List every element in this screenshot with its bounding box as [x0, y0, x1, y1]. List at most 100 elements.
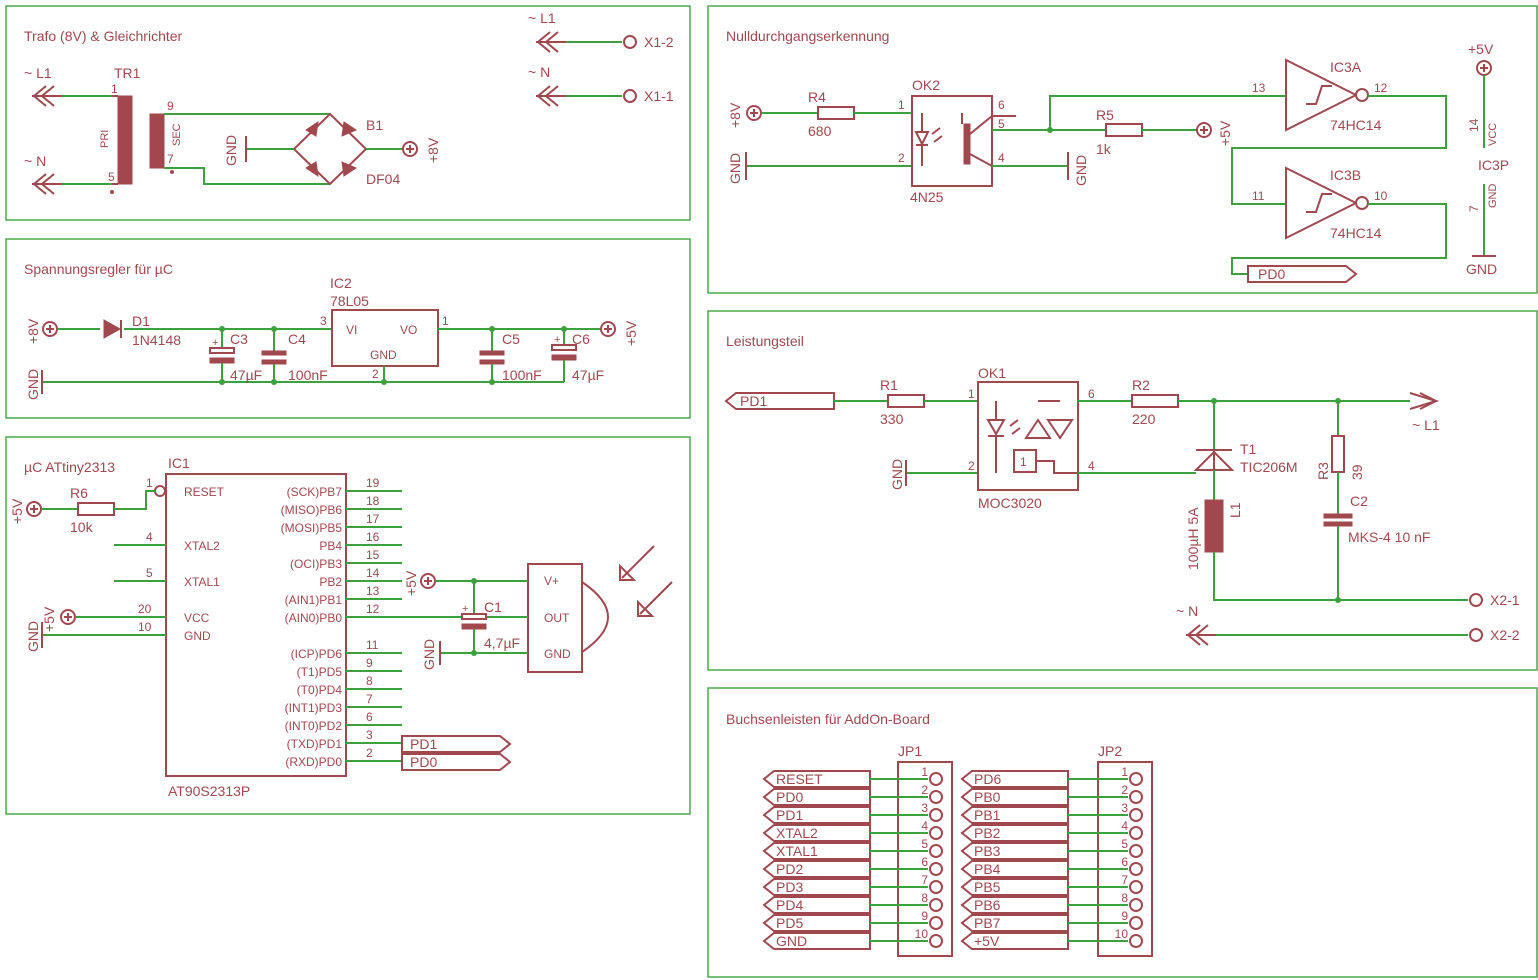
- label-l1-trafo: ~ L1: [24, 65, 52, 81]
- p8v-null: +8V: [727, 102, 743, 128]
- connector-pin: [929, 898, 943, 912]
- c2-value: MKS-4 10 nF: [1348, 529, 1430, 545]
- svg-text:10: 10: [1374, 189, 1388, 203]
- ok1-label: OK1: [978, 365, 1006, 381]
- gnd-leist: GND: [889, 459, 905, 490]
- svg-text:9: 9: [167, 99, 174, 113]
- connector-pin-number: 5: [921, 837, 928, 851]
- svg-text:5: 5: [108, 170, 115, 184]
- connector-pin: [929, 826, 943, 840]
- p5v-ic3p: +5V: [1468, 41, 1494, 57]
- r2-value: 220: [1132, 411, 1156, 427]
- connector-signal: PB3: [974, 843, 1001, 859]
- p5v-r5: +5V: [1217, 120, 1233, 146]
- connector-pin-number: 2: [921, 783, 928, 797]
- connector-pin: [929, 880, 943, 894]
- x1-1-label: X1-1: [644, 88, 674, 104]
- svg-text:11: 11: [1252, 189, 1265, 203]
- svg-text:6: 6: [1088, 387, 1095, 401]
- connector-label: [762, 842, 871, 860]
- connector-pin-number: 1: [1121, 765, 1128, 779]
- ic1-pin-number: 6: [366, 710, 373, 724]
- ic1-pin-name: (ICP)PD6: [291, 647, 343, 661]
- connector-pin: [1129, 862, 1143, 876]
- ok2-label: OK2: [912, 77, 940, 93]
- leistung-section: PD1 R1 330 GND OK1 MOC3020 1 2 6 4 1 R2 …: [724, 365, 1520, 646]
- l1c-label: L1: [1227, 502, 1243, 518]
- d1-label: D1: [132, 313, 150, 329]
- ic1-pin-number: 14: [366, 566, 380, 580]
- connector-signal: PB7: [974, 915, 1001, 931]
- connector-signal: PB2: [974, 825, 1001, 841]
- connector-signal: PB5: [974, 879, 1001, 895]
- ic1-pin-name: GND: [184, 629, 211, 643]
- svg-text:12: 12: [1374, 81, 1388, 95]
- ic3p-vcc: VCC: [1487, 123, 1499, 146]
- p5v-uc: +5V: [9, 498, 25, 524]
- uc-pd1-label: PD1: [410, 736, 437, 752]
- svg-text:2: 2: [898, 151, 905, 165]
- ic1-pin-name: XTAL1: [184, 575, 220, 589]
- r5-label: R5: [1096, 107, 1114, 123]
- connector-label: [960, 878, 1069, 896]
- connector-pin: [1129, 808, 1143, 822]
- df04-label: DF04: [366, 171, 400, 187]
- ic1-pin-name: (INT1)PD3: [285, 701, 343, 715]
- connector-label: [762, 770, 871, 788]
- ic1-pin-number: 17: [366, 512, 380, 526]
- c2-label: C2: [1350, 493, 1368, 509]
- p5v-ir: +5V: [403, 570, 419, 596]
- c3-value: 47µF: [230, 367, 262, 383]
- svg-text:6: 6: [998, 98, 1005, 112]
- svg-text:7: 7: [1467, 205, 1481, 212]
- connector-label: [762, 914, 871, 932]
- connector-pin: [929, 808, 943, 822]
- c6-value: 47µF: [572, 367, 604, 383]
- ok1-value: MOC3020: [978, 495, 1042, 511]
- svg-text:1: 1: [968, 387, 975, 401]
- trafo-section: ~ L1 ~ N TR1 1 5 PRI SEC 9 7 B1 DF04 GND…: [24, 10, 674, 195]
- connector-label: [960, 842, 1069, 860]
- x2-1-label: X2-1: [1490, 592, 1520, 608]
- connector-signal: PD5: [776, 915, 803, 931]
- connector-pin: [1129, 772, 1143, 786]
- p5v-vcc: +5V: [41, 606, 57, 632]
- svg-text:5: 5: [998, 117, 1005, 131]
- ic2-value: 78L05: [330, 293, 369, 309]
- gnd-reg: GND: [25, 369, 41, 400]
- connector-label: [960, 896, 1069, 914]
- connector-pin-number: 1: [921, 765, 928, 779]
- ic1-pin-name: PB4: [319, 539, 342, 553]
- ic1-right-pins: (SCK)PB719(MISO)PB618(MOSI)PB517PB416(OC…: [281, 476, 402, 769]
- connector-pin-number: 4: [921, 819, 928, 833]
- svg-text:4: 4: [998, 151, 1005, 165]
- c3-label: C3: [230, 331, 248, 347]
- connector-pin: [929, 772, 943, 786]
- frame-leistung: [707, 310, 1538, 671]
- ic1-pin-number: 19: [366, 476, 380, 490]
- ic1-pin-number: 4: [146, 530, 153, 544]
- c5-value: 100nF: [502, 367, 542, 383]
- ic1-pin-name: VCC: [184, 611, 210, 625]
- connector-signal: PD1: [776, 807, 803, 823]
- t1-label: T1: [1240, 441, 1257, 457]
- connector-label: [762, 896, 871, 914]
- x2-2-label: X2-2: [1490, 627, 1520, 643]
- c6-label: C6: [572, 331, 590, 347]
- p5v-reg: +5V: [623, 320, 639, 346]
- connector-signal: PB1: [974, 807, 1001, 823]
- ic1-pin-name: (T0)PD4: [297, 683, 343, 697]
- connector-signal: PD6: [974, 771, 1001, 787]
- connector-signal: RESET: [776, 771, 823, 787]
- connector-label: [960, 932, 1069, 950]
- connector-pin-number: 7: [921, 873, 928, 887]
- connector-label: [960, 860, 1069, 878]
- title-leistung: Leistungsteil: [726, 333, 804, 349]
- connector-label: [762, 878, 871, 896]
- title-buchsen: Buchsenleisten für AddOn-Board: [726, 711, 930, 727]
- ic1-pin-number: 16: [366, 530, 380, 544]
- ic1-label: IC1: [168, 455, 190, 471]
